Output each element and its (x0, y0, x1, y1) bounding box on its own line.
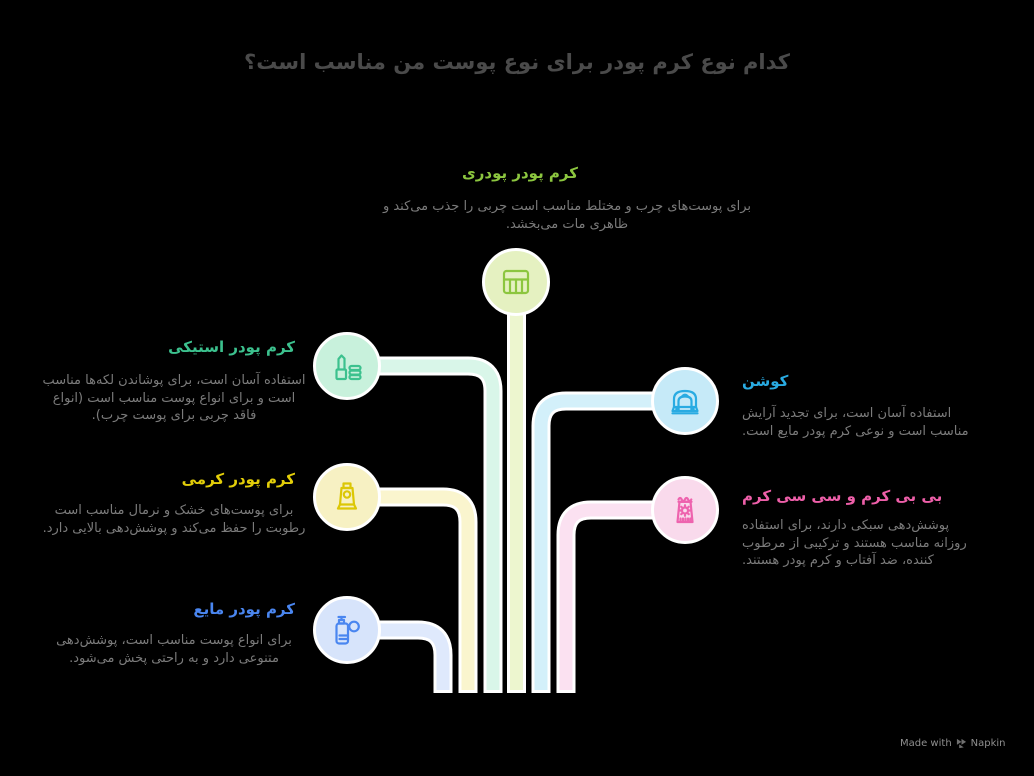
cushion-compact-icon (671, 389, 699, 415)
svg-text:2: 2 (358, 630, 365, 641)
branch-circle-cushion (651, 367, 719, 435)
branch-description-creamy: برای پوست‌های خشک و نرمال مناسب است رطوب… (42, 503, 306, 536)
made-with-label: Made with (900, 738, 952, 749)
napkin-logo-icon (956, 738, 966, 749)
branch-label-powdery: کرم پودر پودری (462, 164, 578, 182)
page-title: کدام نوع کرم پودر برای نوع پوست من مناسب… (244, 50, 790, 74)
branch-circle-stick (313, 332, 381, 400)
branch-label-cushion: کوشن (742, 372, 789, 390)
branch-label-creamy: کرم پودر کرمی (181, 470, 295, 488)
branch-circle-bbcc (651, 476, 719, 544)
branch-circle-liquid: 2 (313, 596, 381, 664)
sunscreen-tube-icon (676, 496, 694, 524)
branch-description-cushion: استفاده آسان است، برای تجدید آرایش مناسب… (742, 406, 969, 439)
cream-tube-icon (336, 482, 358, 510)
branch-label-stick: کرم پودر استیکی (168, 338, 295, 356)
connector-stick (347, 359, 500, 690)
connector-cushion (534, 394, 685, 690)
lipstick-stick-icon (335, 354, 362, 381)
branch-description-liquid: برای انواع پوست مناسب است، پوشش‌دهی متنو… (56, 633, 292, 666)
brand-label: Napkin (970, 738, 1006, 749)
powder-palette-icon (502, 269, 530, 295)
branch-circle-creamy (313, 463, 381, 531)
branch-label-liquid: کرم پودر مایع (193, 600, 295, 618)
branch-description-bbcc: پوشش‌دهی سبکی دارند، برای استفاده روزانه… (742, 518, 967, 568)
connector-bbcc (559, 503, 685, 690)
branch-description-powdery: برای پوست‌های چرب و مختلط مناسب است چربی… (382, 199, 752, 232)
pump-bottle-o2-icon: 2 (335, 615, 365, 645)
connector-creamy (347, 490, 475, 690)
made-with-napkin-badge[interactable]: Made with Napkin (900, 738, 1010, 749)
branch-circle-powdery (482, 248, 550, 316)
branch-description-stick: استفاده آسان است، برای پوشاندن لکه‌ها من… (42, 373, 306, 423)
branch-label-bbcc: بی بی کرم و سی سی کرم (742, 487, 943, 505)
connector-liquid (347, 623, 450, 690)
